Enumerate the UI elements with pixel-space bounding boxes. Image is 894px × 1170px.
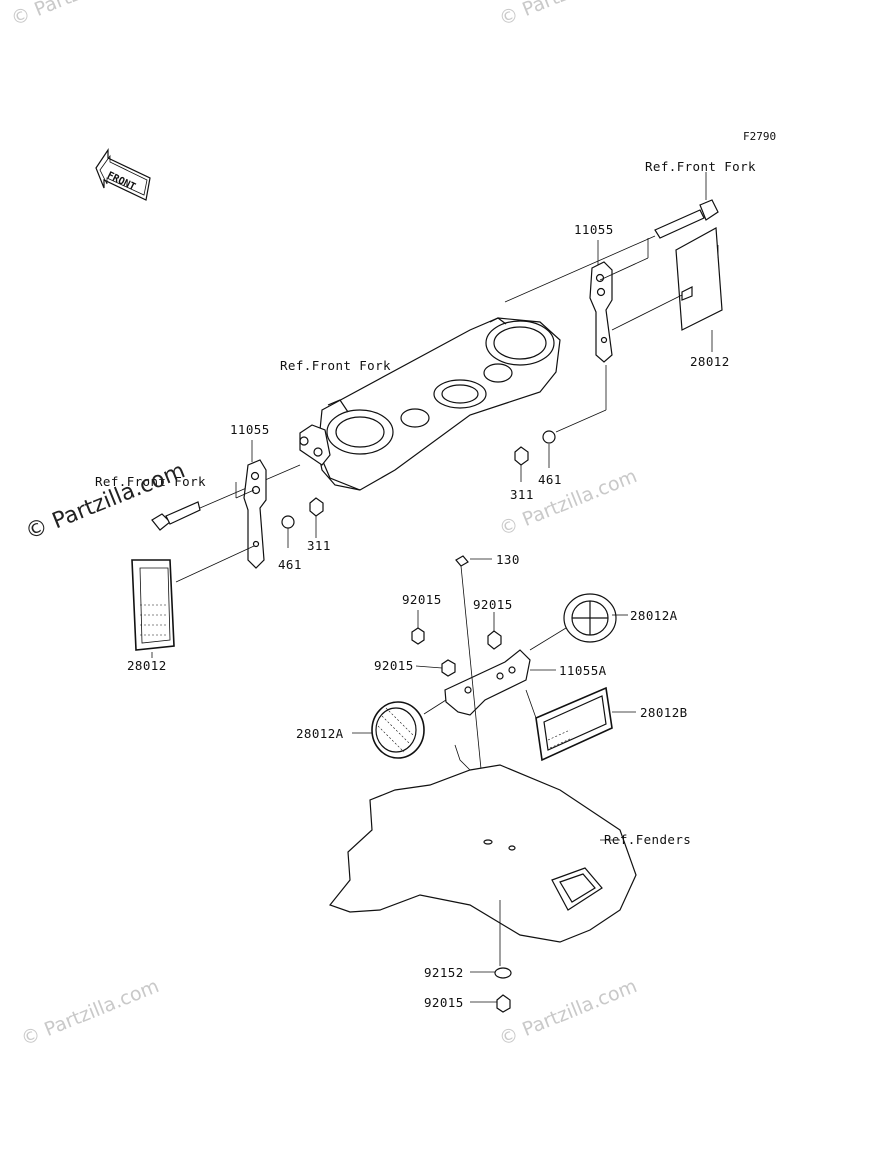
bolt-130 xyxy=(455,555,469,567)
rear-fender-drawing xyxy=(329,744,637,943)
nut-92015-c xyxy=(441,659,456,677)
label-ref-front-fork-top[interactable]: Ref.Front Fork xyxy=(645,159,756,174)
label-11055a[interactable]: 11055A xyxy=(559,663,607,678)
grommet-92152 xyxy=(494,967,512,979)
reflector-left xyxy=(131,559,175,651)
label-92015-a[interactable]: 92015 xyxy=(402,592,442,607)
nut-311-left xyxy=(309,497,324,517)
label-ref-front-fork-left[interactable]: Ref.Front Fork xyxy=(95,474,206,489)
label-28012-left[interactable]: 28012 xyxy=(127,658,167,673)
washer-461-left xyxy=(281,515,295,529)
bolt-right xyxy=(654,199,719,239)
reflector-28012b xyxy=(535,686,613,762)
nut-92015-bottom xyxy=(496,994,511,1013)
label-311-left[interactable]: 311 xyxy=(307,538,331,553)
label-92152[interactable]: 92152 xyxy=(424,965,464,980)
bolt-left xyxy=(151,501,201,531)
nut-92015-a xyxy=(411,627,425,645)
bracket-left xyxy=(243,459,267,569)
round-reflector-right xyxy=(563,593,617,643)
washer-461-right xyxy=(542,430,556,444)
label-11055-right[interactable]: 11055 xyxy=(574,222,614,237)
reflector-right xyxy=(675,227,723,331)
round-reflector-left xyxy=(371,701,425,759)
label-92015-c[interactable]: 92015 xyxy=(374,658,414,673)
label-92015-b[interactable]: 92015 xyxy=(473,597,513,612)
bracket-11055a xyxy=(444,649,531,716)
label-ref-front-fork-mid[interactable]: Ref.Front Fork xyxy=(280,358,391,373)
label-461-right[interactable]: 461 xyxy=(538,472,562,487)
label-28012a-right[interactable]: 28012A xyxy=(630,608,678,623)
label-311-right[interactable]: 311 xyxy=(510,487,534,502)
label-28012-right[interactable]: 28012 xyxy=(690,354,730,369)
label-11055-left[interactable]: 11055 xyxy=(230,422,270,437)
nut-311-right xyxy=(514,446,529,466)
label-28012b[interactable]: 28012B xyxy=(640,705,688,720)
triple-clamp-drawing xyxy=(299,317,561,491)
label-28012a-left[interactable]: 28012A xyxy=(296,726,344,741)
label-130[interactable]: 130 xyxy=(496,552,520,567)
nut-92015-b xyxy=(487,630,502,650)
label-461-left[interactable]: 461 xyxy=(278,557,302,572)
label-92015-bottom[interactable]: 92015 xyxy=(424,995,464,1010)
figure-code: F2790 xyxy=(743,130,777,143)
label-ref-fenders[interactable]: Ref.Fenders xyxy=(604,832,692,847)
bracket-right xyxy=(589,261,613,363)
front-arrow-icon xyxy=(95,148,151,201)
